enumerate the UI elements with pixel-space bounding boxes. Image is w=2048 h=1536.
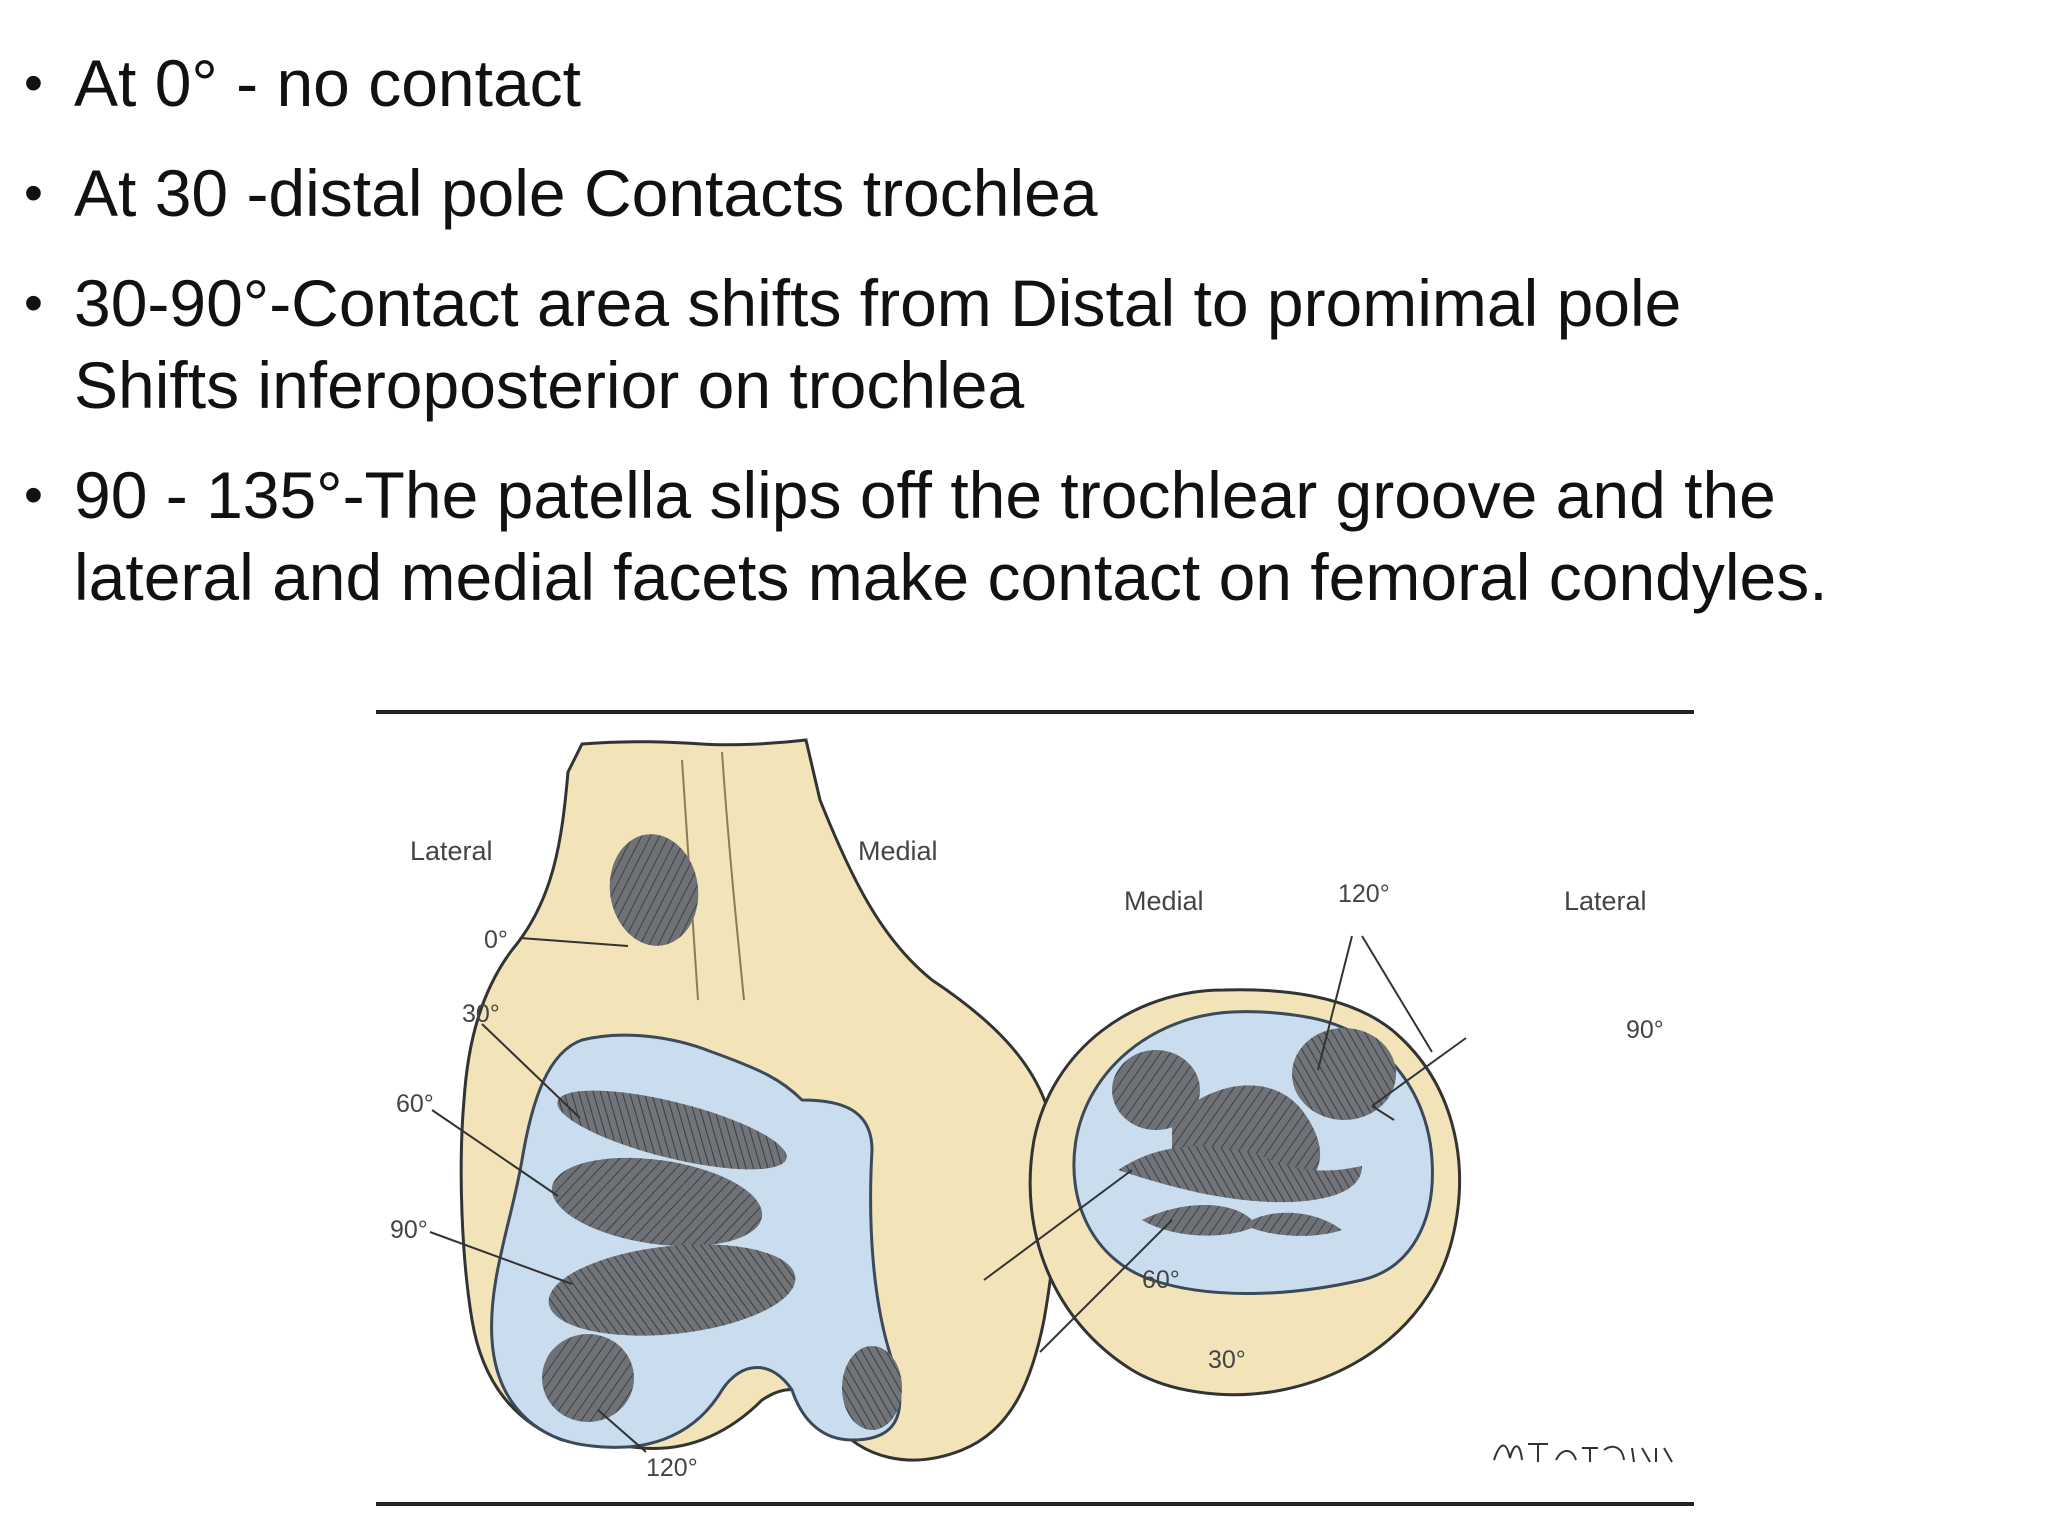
patella-90deg-leader [1371, 1037, 1467, 1107]
bullet-text-line-1: 90 - 135°-The patella slips off the troc… [74, 458, 1776, 532]
patella-contact-120deg-medial [1112, 1050, 1200, 1130]
patella-angle-30: 30° [1208, 1346, 1246, 1374]
femur-contact-60deg [551, 1157, 763, 1247]
patella-angle-60: 60° [1142, 1266, 1180, 1294]
femur-contact-90deg [548, 1244, 796, 1336]
bullet-dot: • [24, 53, 43, 113]
bullet-dot: • [24, 465, 43, 525]
femur-contact-120deg-medial [842, 1346, 902, 1430]
patella-contact-120deg-lateral [1292, 1028, 1396, 1120]
patella-lateral-label: Lateral [1564, 886, 1647, 916]
femur-angle-30: 30° [462, 1000, 500, 1028]
patella-contact-30deg [1142, 1205, 1342, 1236]
patella-angle-120: 120° [1338, 880, 1390, 908]
bullet-text: At 0° - no contact [74, 46, 581, 120]
bullet-item-30-90deg: • 30-90°-Contact area shifts from Distal… [20, 262, 2010, 426]
femur-contact-120deg-lateral [542, 1334, 634, 1422]
patella-leader-lines [983, 935, 1433, 1353]
illustration-svg: Lateral Medial 0° 30° 60° 90° 120° Media… [376, 710, 1694, 1506]
patella-drawing [983, 935, 1467, 1397]
bullet-item-30deg: • At 30 -distal pole Contacts trochlea [20, 152, 2010, 234]
femur-angle-120: 120° [646, 1454, 698, 1482]
bullet-item-90-135deg: • 90 - 135°-The patella slips off the tr… [20, 454, 2010, 618]
bullet-item-0deg: • At 0° - no contact [20, 42, 2010, 124]
bullet-dot: • [24, 273, 43, 333]
femur-medial-label: Medial [858, 836, 938, 866]
bullet-text-line-1: 30-90°-Contact area shifts from Distal t… [74, 266, 1682, 340]
patella-angle-90: 90° [1626, 1016, 1664, 1044]
femur-angle-0: 0° [484, 926, 508, 954]
femur-angle-90: 90° [390, 1216, 428, 1244]
femur-lateral-label: Lateral [410, 836, 493, 866]
knee-contact-illustration: Lateral Medial 0° 30° 60° 90° 120° Media… [372, 700, 1698, 1518]
femur-leader-lines [429, 937, 647, 1453]
patella-medial-label: Medial [1124, 886, 1204, 916]
patella-contact-60deg [1118, 1146, 1362, 1203]
bullet-text-line-2: lateral and medial facets make contact o… [74, 540, 1828, 614]
femur-contact-30deg [557, 1090, 787, 1170]
bullet-text-line-2: Shifts inferoposterior on trochlea [74, 348, 1025, 422]
bullet-text: At 30 -distal pole Contacts trochlea [74, 156, 1098, 230]
femur-angle-60: 60° [396, 1090, 434, 1118]
bullet-dot: • [24, 163, 43, 223]
femur-contact-0deg [609, 834, 699, 946]
femur-drawing [429, 738, 1059, 1462]
bullet-list: • At 0° - no contact • At 30 -distal pol… [20, 42, 2010, 646]
artist-signature [1493, 1443, 1673, 1463]
